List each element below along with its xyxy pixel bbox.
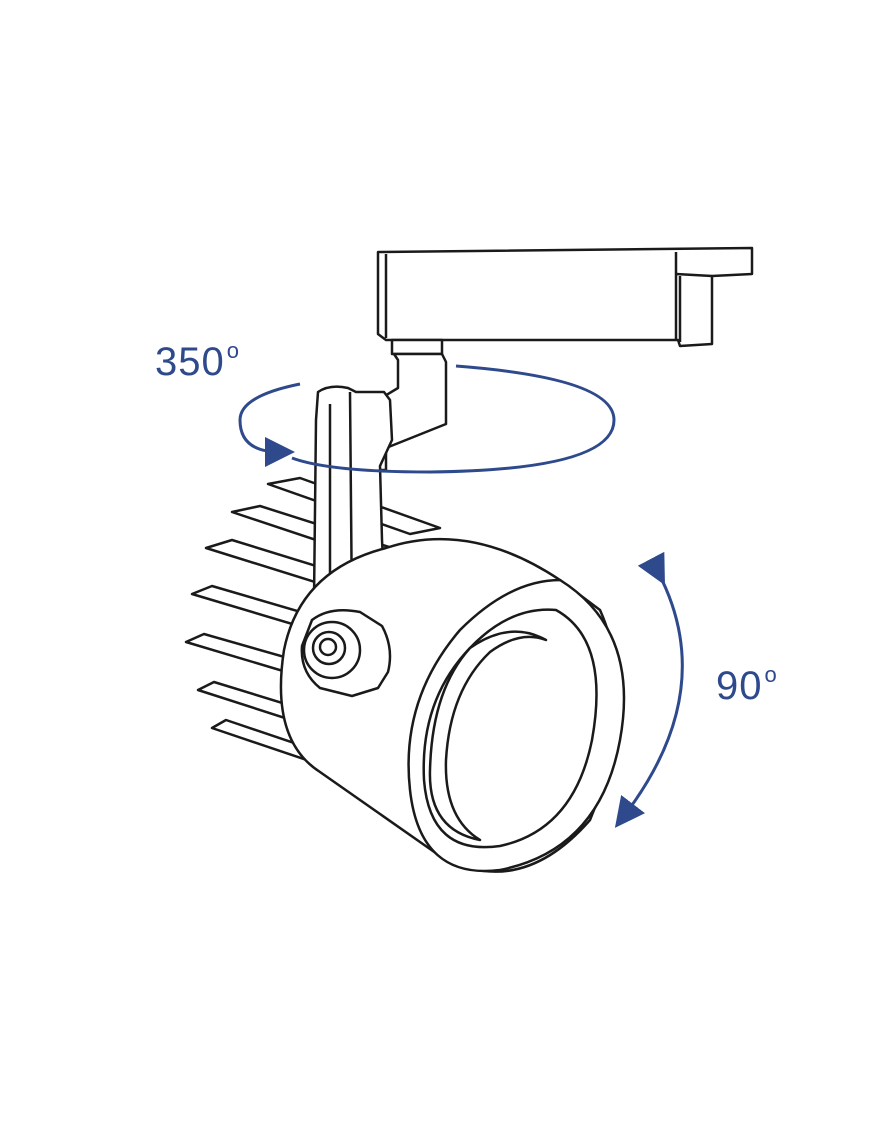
track-adapter bbox=[376, 246, 754, 348]
pan-angle-label: 350o bbox=[155, 340, 240, 384]
pan-rotation-arrow bbox=[238, 382, 301, 467]
pan-angle-unit: o bbox=[226, 338, 240, 363]
swivel-neck bbox=[376, 338, 448, 472]
lamp-body bbox=[279, 537, 626, 873]
tilt-angle-unit: o bbox=[764, 662, 778, 687]
tilt-rotation-arrow bbox=[614, 551, 684, 828]
pivot-knob bbox=[300, 609, 392, 698]
tilt-angle-value: 90 bbox=[716, 664, 763, 708]
pan-rotation-arc bbox=[291, 364, 616, 474]
tilt-angle-label: 90o bbox=[716, 664, 778, 708]
pan-angle-value: 350 bbox=[155, 340, 225, 384]
rotation-arrows bbox=[238, 364, 684, 828]
